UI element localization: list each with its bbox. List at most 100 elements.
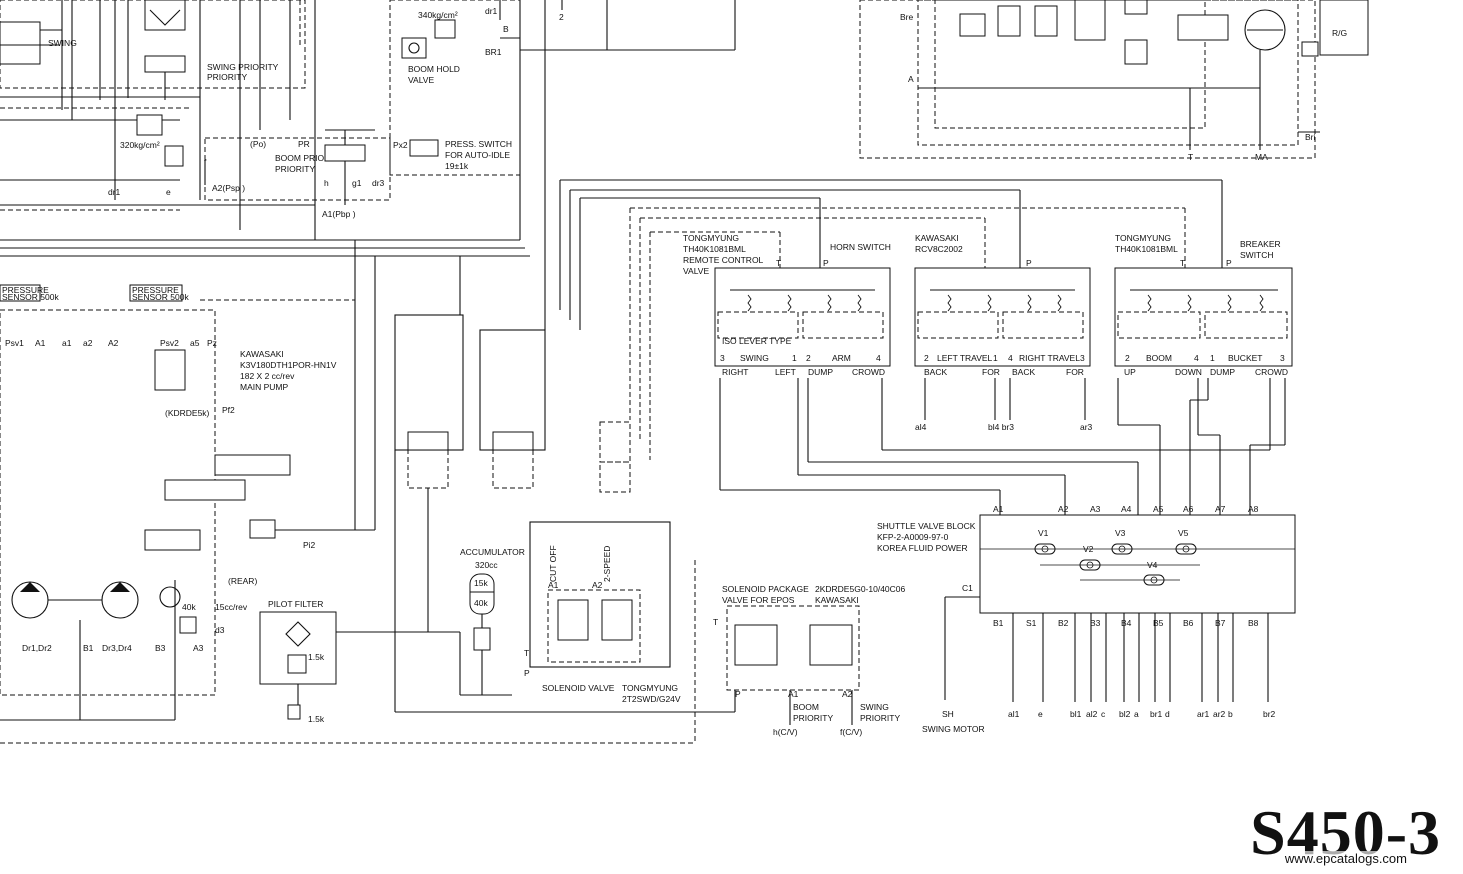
rcv3-maker: TONGMYUNG — [1115, 233, 1171, 243]
pilot-filter-section: PILOT FILTER 1.5k 1.5k — [259, 599, 460, 724]
d3-label: d3 — [215, 625, 225, 635]
outlet-label: al1 — [1008, 709, 1020, 719]
relief-320-label: 320kg/cm² — [120, 140, 160, 150]
port-2-label: 2 — [559, 12, 564, 22]
rcv-swing-arm: TONGMYUNG TH40K1081BML REMOTE CONTROL VA… — [683, 233, 891, 377]
pressure-sensor-1: PRESSURE — [132, 285, 179, 295]
shuttle-c1: C1 — [962, 583, 973, 593]
outlet-label: c — [1101, 709, 1106, 719]
shuttle-top-port: A2 — [1058, 504, 1069, 514]
rcv3-t: T — [1180, 258, 1185, 268]
main-pump-label: MAIN PUMP — [240, 382, 289, 392]
svb-maker: KOREA FLUID POWER — [877, 543, 968, 553]
shuttle-valve-label: V1 — [1038, 528, 1049, 538]
rcv1-t: T — [776, 258, 781, 268]
rcv2-n4: 4 — [1008, 353, 1013, 363]
rcv2-left-travel: LEFT TRAVEL — [937, 353, 993, 363]
a5-label: a5 — [190, 338, 200, 348]
shuttle-bottom-port: B6 — [1183, 618, 1194, 628]
watermark: www.epcatalogs.com — [1282, 851, 1409, 866]
boom-hold-valve-label-2: VALVE — [408, 75, 434, 85]
a1-pbp-label: A1(Pbp ) — [322, 209, 356, 219]
rcv1-crowd: CROWD — [852, 367, 885, 377]
dr1-dr2-label: Dr1,Dr2 — [22, 643, 52, 653]
svb-name: SHUTTLE VALVE BLOCK — [877, 521, 976, 531]
outlet-label: a — [1134, 709, 1139, 719]
rcv3-crowd: CROWD — [1255, 367, 1288, 377]
outlet-label: bl1 — [1070, 709, 1082, 719]
rcv1-dump: DUMP — [808, 367, 833, 377]
boom-priority-label: BOOM PRIORITY — [275, 153, 344, 163]
pressure-sensor-2: PRESSURE — [2, 285, 49, 295]
rcv2-n3: 3 — [1080, 353, 1085, 363]
rcv1-right: RIGHT — [722, 367, 748, 377]
boom-pri-label: BOOM — [793, 702, 819, 712]
sol-model-label: 2T2SWD/G24V — [622, 694, 681, 704]
ar3-label: ar3 — [1080, 422, 1093, 432]
a2-label: A2 — [108, 338, 119, 348]
g1-label: g1 — [352, 178, 362, 188]
accumulator-label: ACCUMULATOR — [460, 547, 525, 557]
boom-hold-section: 340kg/cm² BOOM HOLD VALVE dr1 B BR1 Px2 … — [389, 0, 736, 330]
solenoid-valve-label: SOLENOID VALVE — [542, 683, 615, 693]
rcv2-back: BACK — [924, 367, 947, 377]
sol-pkg-maker: KAWASAKI — [815, 595, 859, 605]
rcv2-right-travel: RIGHT TRAVEL — [1019, 353, 1080, 363]
rcv1-n4: 4 — [876, 353, 881, 363]
rcv1-p: P — [823, 258, 829, 268]
shuttle-bottom-port: B2 — [1058, 618, 1069, 628]
sol-p-label: P — [524, 668, 530, 678]
pump-model: K3V180DTH1POR-HN1V — [240, 360, 337, 370]
relief-340-label: 340kg/cm² — [418, 10, 458, 20]
rcv3-dump: DUMP — [1210, 367, 1235, 377]
dr3-dr4-label: Dr3,Dr4 — [102, 643, 132, 653]
breaker-switch-label: BREAKER — [1240, 239, 1281, 249]
sol-maker-label: TONGMYUNG — [622, 683, 678, 693]
rcv1-name: REMOTE CONTROL — [683, 255, 764, 265]
dr1-top-label: dr1 — [485, 6, 498, 16]
kdrde5k-label: (KDRDE5k) — [165, 408, 210, 418]
shuttle-bottom-port: B4 — [1121, 618, 1132, 628]
shuttle-bottom-port: B8 — [1248, 618, 1259, 628]
rcv2-model: RCV8C2002 — [915, 244, 963, 254]
pilot-line-bundle — [559, 179, 1223, 460]
sensor-500k-1: SENSOR 500k — [132, 292, 189, 302]
bl4-br3-label: bl4 br3 — [988, 422, 1014, 432]
rcv3-boom: BOOM — [1146, 353, 1172, 363]
pump-maker: KAWASAKI — [240, 349, 284, 359]
rcv2-p: P — [1026, 258, 1032, 268]
f-cv-label: f(C/V) — [840, 727, 862, 737]
shuttle-bottom-port: B3 — [1090, 618, 1101, 628]
middle-valve-boxes — [394, 314, 736, 713]
solenoid-valve-section: CUT OFF 2-SPEED A1 A2 T P SOLENOID VALVE… — [524, 521, 681, 704]
t-top-label: T — [1188, 152, 1193, 162]
cc15-label: 15cc/rev — [215, 602, 248, 612]
outlet-label: al2 — [1086, 709, 1098, 719]
rcv2-for-2: FOR — [1066, 367, 1084, 377]
boom-priority-label-2: PRIORITY — [275, 164, 315, 174]
shuttle-top-port: A8 — [1248, 504, 1259, 514]
outlet-label: br2 — [1263, 709, 1276, 719]
outlet-label: e — [1038, 709, 1043, 719]
rcv1-arm: ARM — [832, 353, 851, 363]
two-speed-label: 2-SPEED — [602, 546, 612, 582]
outlet-label: b — [1228, 709, 1233, 719]
rcv3-n2: 2 — [1125, 353, 1130, 363]
outlet-label: bl2 — [1119, 709, 1131, 719]
swing-motor-label: SWING MOTOR — [922, 724, 985, 734]
a1-label: A1 — [35, 338, 46, 348]
rcv3-down: DOWN — [1175, 367, 1202, 377]
pump-disp: 182 X 2 cc/rev — [240, 371, 295, 381]
shuttle-bottom-port: S1 — [1026, 618, 1037, 628]
svb-model: KFP-2-A0009-97-0 — [877, 532, 949, 542]
boom-priority-section: (Po) PR BOOM PRIORITY PRIORITY h g1 dr3 … — [204, 0, 391, 240]
boom-pri-label-2: PRIORITY — [793, 713, 833, 723]
rcv-to-shuttle-lines — [719, 378, 1286, 515]
rcv2-maker: KAWASAKI — [915, 233, 959, 243]
pz-label: Pz — [207, 338, 217, 348]
bri-label: Bri — [1305, 132, 1316, 142]
breaker-switch-label-2: SWITCH — [1240, 250, 1274, 260]
